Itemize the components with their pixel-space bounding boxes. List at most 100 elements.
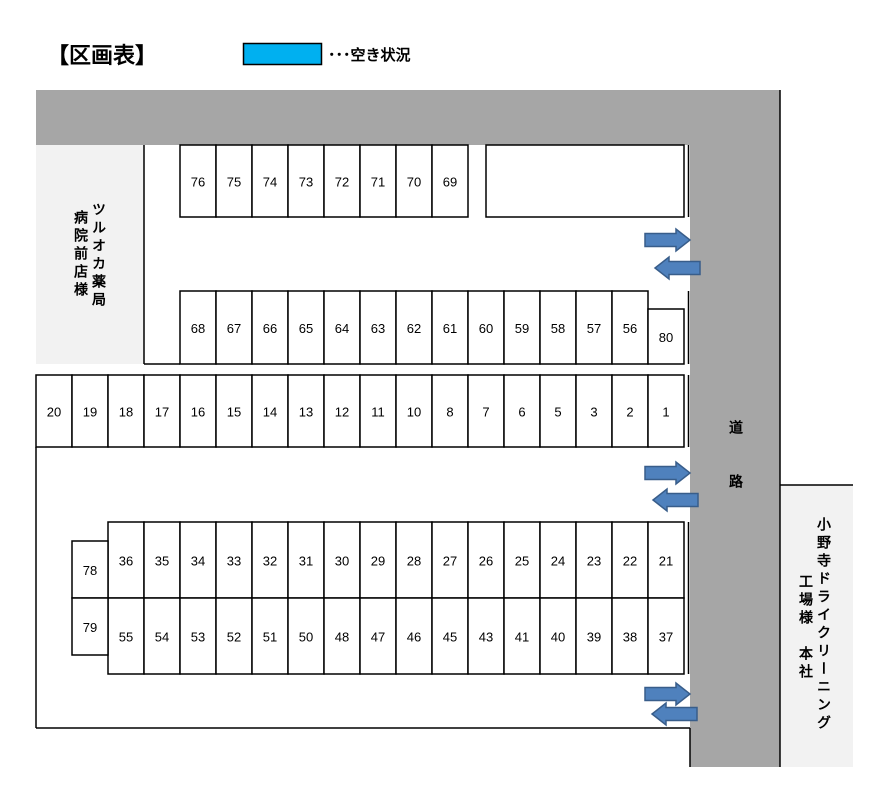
parking-space-outline bbox=[71, 540, 109, 599]
parking-space: 62 bbox=[395, 290, 433, 365]
parking-space-number: 72 bbox=[335, 175, 349, 190]
parking-space: 38 bbox=[611, 597, 649, 675]
parking-space: 76 bbox=[179, 144, 217, 218]
parking-space-outline bbox=[71, 597, 109, 656]
cleaner-name-line2: 工場様 本社 bbox=[797, 574, 813, 682]
parking-space-outline bbox=[611, 374, 649, 448]
parking-space-number: 35 bbox=[155, 554, 169, 569]
parking-space: 32 bbox=[251, 521, 289, 599]
parking-space-outline bbox=[395, 374, 433, 448]
parking-space-outline bbox=[107, 597, 145, 675]
parking-space-number: 27 bbox=[443, 554, 457, 569]
page-title: 【区画表】 bbox=[47, 44, 158, 69]
parking-space: 37 bbox=[647, 597, 685, 675]
parking-space-number: 11 bbox=[371, 405, 385, 420]
parking-space-number: 58 bbox=[551, 321, 565, 336]
parking-space-outline bbox=[215, 290, 253, 365]
parking-space: 24 bbox=[539, 521, 577, 599]
parking-space: 27 bbox=[431, 521, 469, 599]
cleaner-name-line1: 小野寺ドライクリーニング bbox=[815, 517, 831, 733]
parking-space-number: 45 bbox=[443, 630, 457, 645]
parking-space-outline bbox=[179, 144, 217, 218]
parking-space: 74 bbox=[251, 144, 289, 218]
parking-space: 20 bbox=[35, 374, 73, 448]
parking-space-number: 19 bbox=[83, 405, 97, 420]
parking-space-outline bbox=[287, 374, 325, 448]
parking-space: 11 bbox=[359, 374, 397, 448]
parking-space-number: 32 bbox=[263, 554, 277, 569]
cleaner-building bbox=[781, 485, 853, 767]
parking-space-outline bbox=[359, 374, 397, 448]
parking-space-outline bbox=[647, 308, 685, 365]
arrow-right-icon bbox=[644, 227, 692, 253]
parking-space: 30 bbox=[323, 521, 361, 599]
parking-space: 51 bbox=[251, 597, 289, 675]
parking-space: 34 bbox=[179, 521, 217, 599]
parking-space: 53 bbox=[179, 597, 217, 675]
parking-space: 67 bbox=[215, 290, 253, 365]
parking-space-number: 70 bbox=[407, 175, 421, 190]
parking-space-number: 73 bbox=[299, 175, 313, 190]
parking-space-outline bbox=[575, 521, 613, 599]
parking-space: 75 bbox=[215, 144, 253, 218]
parking-space-number: 16 bbox=[191, 405, 205, 420]
parking-space-number: 23 bbox=[587, 554, 601, 569]
parking-space-number: 8 bbox=[446, 405, 453, 420]
parking-space-outline bbox=[287, 521, 325, 599]
parking-space-number: 24 bbox=[551, 554, 565, 569]
parking-space: 21 bbox=[647, 521, 685, 599]
parking-space: 33 bbox=[215, 521, 253, 599]
parking-space-outline bbox=[395, 290, 433, 365]
parking-space-number: 40 bbox=[551, 630, 565, 645]
parking-space-outline bbox=[503, 521, 541, 599]
arrow-left-icon bbox=[653, 255, 701, 281]
parking-space: 14 bbox=[251, 374, 289, 448]
parking-space: 80 bbox=[647, 308, 685, 365]
parking-space-number: 6 bbox=[518, 405, 525, 420]
parking-space: 25 bbox=[503, 521, 541, 599]
parking-space-number: 54 bbox=[155, 630, 169, 645]
parking-space-number: 5 bbox=[554, 405, 561, 420]
parking-space-number: 79 bbox=[83, 620, 97, 635]
parking-space: 47 bbox=[359, 597, 397, 675]
arrow-right-icon bbox=[644, 460, 692, 486]
parking-space: 13 bbox=[287, 374, 325, 448]
parking-space-number: 43 bbox=[479, 630, 493, 645]
parking-space-outline bbox=[467, 290, 505, 365]
parking-space-number: 75 bbox=[227, 175, 241, 190]
parking-space-outline bbox=[179, 597, 217, 675]
parking-space: 12 bbox=[323, 374, 361, 448]
parking-space-outline bbox=[287, 290, 325, 365]
parking-space-number: 51 bbox=[263, 630, 277, 645]
parking-space-number: 10 bbox=[407, 405, 421, 420]
parking-space-number: 53 bbox=[191, 630, 205, 645]
parking-space-outline bbox=[503, 374, 541, 448]
parking-space-outline bbox=[323, 290, 361, 365]
parking-space: 29 bbox=[359, 521, 397, 599]
parking-space-number: 3 bbox=[590, 405, 597, 420]
parking-space-outline bbox=[467, 521, 505, 599]
parking-space: 70 bbox=[395, 144, 433, 218]
parking-space-outline bbox=[251, 597, 289, 675]
parking-space-outline bbox=[179, 374, 217, 448]
parking-space-outline bbox=[215, 144, 253, 218]
parking-space-number: 60 bbox=[479, 321, 493, 336]
parking-space-number: 47 bbox=[371, 630, 385, 645]
parking-space-number: 17 bbox=[155, 405, 169, 420]
parking-space: 41 bbox=[503, 597, 541, 675]
parking-space: 16 bbox=[179, 374, 217, 448]
parking-space-outline bbox=[431, 597, 469, 675]
parking-space: 55 bbox=[107, 597, 145, 675]
parking-space: 7 bbox=[467, 374, 505, 448]
parking-space-number: 26 bbox=[479, 554, 493, 569]
parking-space: 43 bbox=[467, 597, 505, 675]
parking-space-outline bbox=[323, 144, 361, 218]
parking-space: 69 bbox=[431, 144, 469, 218]
parking-space: 61 bbox=[431, 290, 469, 365]
parking-space-number: 31 bbox=[299, 554, 313, 569]
parking-space: 58 bbox=[539, 290, 577, 365]
parking-space: 31 bbox=[287, 521, 325, 599]
legend-swatch bbox=[242, 42, 323, 66]
parking-space: 28 bbox=[395, 521, 433, 599]
parking-space-outline bbox=[251, 290, 289, 365]
